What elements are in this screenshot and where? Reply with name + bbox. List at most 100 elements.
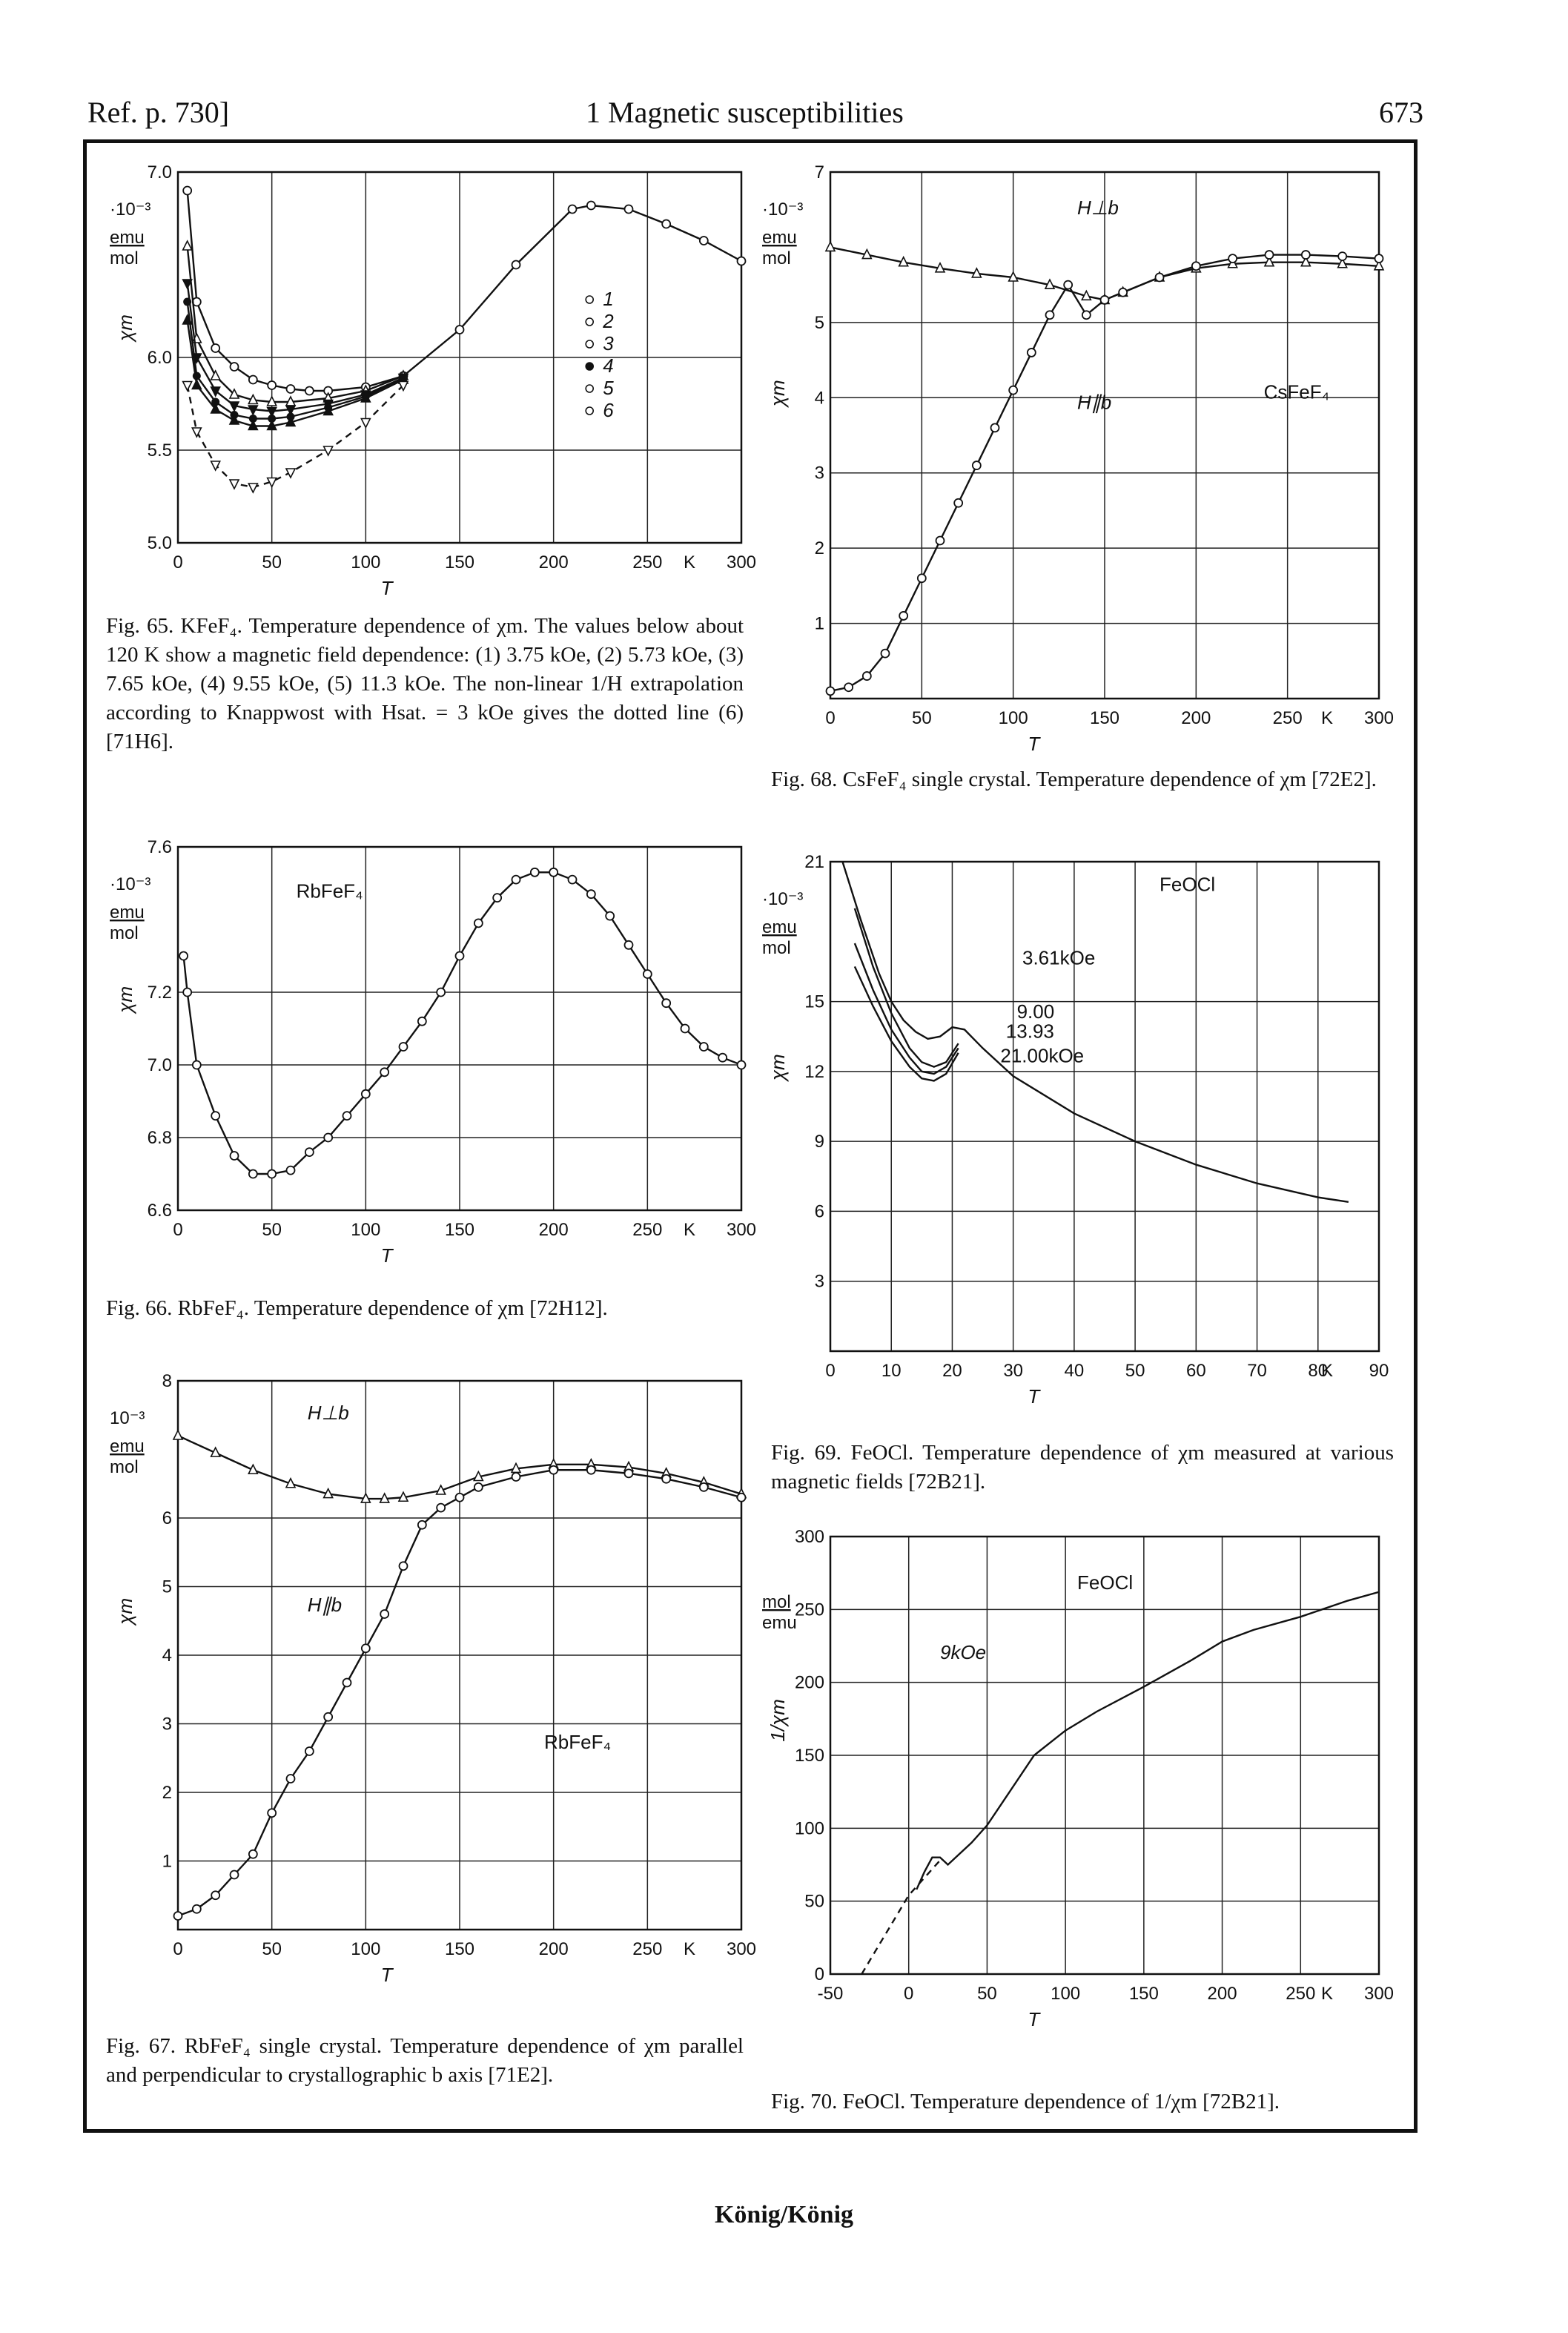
y-tick-label: 2 xyxy=(162,1783,172,1803)
x-unit-label: K xyxy=(684,1939,695,1959)
data-point xyxy=(454,1492,465,1502)
x-tick-label: 70 xyxy=(1247,1361,1267,1381)
data-point xyxy=(173,1911,183,1921)
caption-fig69: Fig. 69. FeOCl. Temperature dependence o… xyxy=(771,1441,1394,1494)
chart-annotation: H∥b xyxy=(308,1594,342,1616)
data-point xyxy=(605,911,615,921)
data-point xyxy=(248,374,258,385)
x-tick-label: 50 xyxy=(262,1939,282,1959)
data-point xyxy=(191,1904,202,1914)
x-tick-label: 40 xyxy=(1065,1361,1085,1381)
legend-label: 6 xyxy=(603,399,614,421)
series-line xyxy=(186,245,404,403)
y-axis-label: χm xyxy=(767,380,789,408)
legend-marker xyxy=(585,384,595,393)
y-tick-label: 6.8 xyxy=(148,1128,172,1148)
data-point xyxy=(1045,310,1055,320)
data-point xyxy=(736,1060,747,1070)
x-tick-label: 0 xyxy=(904,1984,913,2004)
data-point xyxy=(267,1169,277,1179)
y-unit-numerator: emu xyxy=(110,902,145,923)
data-point xyxy=(417,1519,427,1530)
plot-frame xyxy=(176,845,743,1212)
data-point xyxy=(322,1487,334,1499)
data-point xyxy=(191,378,202,390)
x-unit-label: K xyxy=(684,552,695,572)
data-point xyxy=(267,1808,277,1818)
data-point xyxy=(586,200,596,211)
x-axis-label: T xyxy=(1028,733,1041,755)
y-unit-denominator: mol xyxy=(110,248,139,268)
x-tick-label: 100 xyxy=(351,1220,380,1240)
data-point xyxy=(1118,287,1128,297)
data-point xyxy=(680,1023,690,1034)
x-tick-label: 200 xyxy=(539,1220,569,1240)
y-unit-denominator: mol xyxy=(762,248,791,268)
x-tick-label: 150 xyxy=(1129,1984,1159,2004)
data-point xyxy=(228,414,240,425)
data-point xyxy=(210,369,221,380)
data-point xyxy=(417,1016,427,1026)
x-tick-label: 200 xyxy=(1181,708,1211,728)
data-point xyxy=(342,1677,352,1688)
data-point xyxy=(698,1042,709,1052)
legend-label: 5 xyxy=(603,377,614,399)
data-point xyxy=(322,446,334,457)
x-axis-label: T xyxy=(381,1244,394,1267)
data-point xyxy=(211,1890,221,1901)
data-point xyxy=(380,1067,390,1078)
data-point xyxy=(182,240,193,251)
data-point xyxy=(623,940,634,950)
x-axis-label: T xyxy=(381,1964,394,1986)
x-tick-label: 250 xyxy=(632,1220,662,1240)
y-tick-label: 1 xyxy=(815,614,824,634)
data-point xyxy=(342,1111,352,1121)
y-tick-label: 15 xyxy=(804,992,824,1012)
y-tick-label: 150 xyxy=(795,1746,824,1766)
data-point xyxy=(285,384,296,394)
series-label: 9.00 xyxy=(1017,1000,1055,1023)
data-point xyxy=(511,874,521,885)
caption-fig68: Fig. 68. CsFeF₄ single crystal. Temperat… xyxy=(771,768,1377,791)
y-unit-numerator: emu xyxy=(110,1436,145,1456)
y-tick-label: 6.0 xyxy=(148,348,172,368)
x-tick-label: 250 xyxy=(1286,1984,1315,2004)
data-point xyxy=(228,479,240,490)
x-tick-label: 0 xyxy=(825,708,835,728)
y-tick-label: 6 xyxy=(815,1201,824,1221)
data-point xyxy=(172,1429,184,1440)
x-axis-label: T xyxy=(381,577,394,599)
y-tick-label: 50 xyxy=(804,1892,824,1912)
y-tick-label: 250 xyxy=(795,1600,824,1620)
y-tick-label: 3 xyxy=(815,463,824,484)
data-point xyxy=(266,419,277,431)
chart-title: CsFeF₄ xyxy=(1264,380,1330,403)
y-tick-label: 5 xyxy=(162,1577,172,1597)
data-point xyxy=(825,686,836,696)
data-point xyxy=(266,406,277,418)
x-tick-label: 100 xyxy=(351,1939,380,1959)
y-tick-label: 5.5 xyxy=(148,440,172,461)
x-unit-label: K xyxy=(1321,1984,1333,2004)
data-point xyxy=(586,1465,596,1475)
y-tick-label: 12 xyxy=(804,1062,824,1082)
y-tick-label: 100 xyxy=(795,1818,824,1838)
y-tick-label: 8 xyxy=(162,1371,172,1391)
data-point xyxy=(1263,255,1275,267)
series-label: 21.00kOe xyxy=(1000,1045,1084,1067)
y-tick-label: 7.0 xyxy=(148,162,172,182)
series-line xyxy=(853,908,959,1068)
x-tick-label: 100 xyxy=(999,708,1028,728)
plot-frame xyxy=(829,860,1380,1353)
chart-annotation: H∥b xyxy=(1077,392,1111,414)
data-point xyxy=(698,236,709,245)
series-line xyxy=(186,283,404,412)
data-point xyxy=(436,1502,446,1513)
data-point xyxy=(1154,272,1165,283)
y-tick-label: 7 xyxy=(815,162,824,182)
y-tick-label: 7.0 xyxy=(148,1055,172,1075)
y-axis-label: χm xyxy=(114,1598,136,1626)
